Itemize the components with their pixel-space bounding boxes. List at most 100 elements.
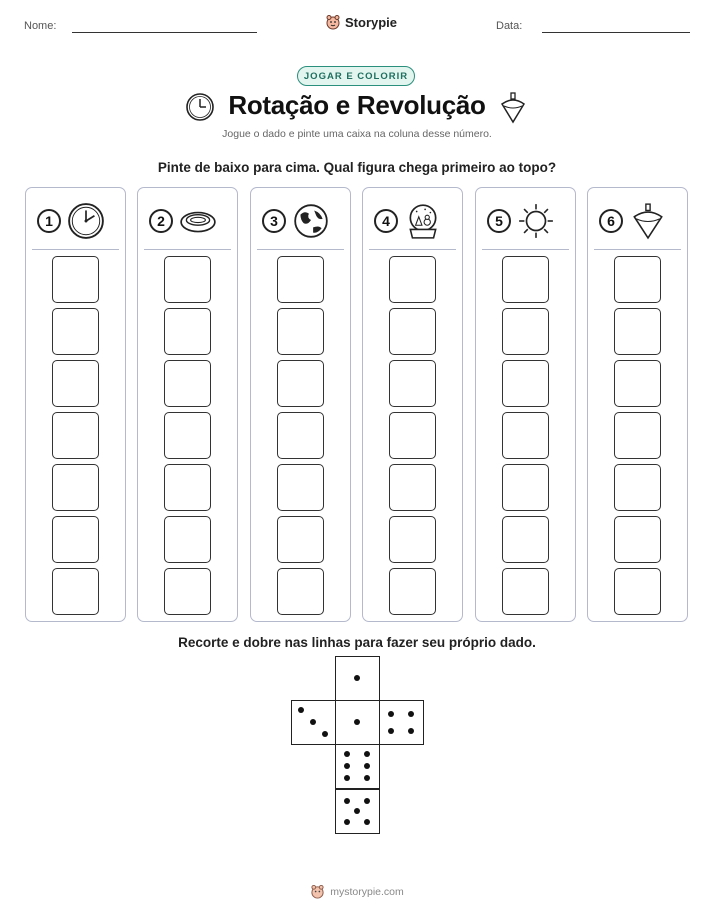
dice-pip [407,710,414,717]
dice-pip [363,751,370,758]
column-6: 6 [587,187,688,622]
color-box[interactable] [502,360,549,407]
color-box[interactable] [614,256,661,303]
column-number: 4 [374,209,398,233]
dice-face-1 [335,656,380,701]
column-header: 3 [262,202,330,240]
color-box[interactable] [502,568,549,615]
dice-pip [388,710,395,717]
color-box[interactable] [52,308,99,355]
color-box[interactable] [614,568,661,615]
color-box[interactable] [389,568,436,615]
color-box[interactable] [502,464,549,511]
name-label: Nome: [24,20,57,32]
color-box[interactable] [389,360,436,407]
color-box[interactable] [164,412,211,459]
instruction-color: Pinte de baixo para cima. Qual figura ch… [157,160,557,175]
dice-pip [344,818,351,825]
color-box[interactable] [164,256,211,303]
dice-pip [363,774,370,781]
column-divider [482,249,569,250]
color-box[interactable] [52,360,99,407]
color-box[interactable] [389,256,436,303]
dice-pip [354,808,360,814]
column-4: 4 [362,187,463,622]
column-divider [594,249,681,250]
dice-face-1 [335,700,380,745]
date-label: Data: [496,20,523,32]
color-box[interactable] [277,360,324,407]
color-box[interactable] [164,568,211,615]
dice-pip [363,763,370,769]
storypie-mascot-icon [326,15,340,30]
snow-globe-icon [409,204,437,239]
color-box[interactable] [52,412,99,459]
clock-icon [68,203,104,239]
color-box[interactable] [52,516,99,563]
page-subtitle: Jogue o dado e pinte uma caixa na coluna… [222,128,492,140]
dice-pip [321,730,328,737]
color-box[interactable] [614,516,661,563]
column-header: 2 [149,202,217,240]
color-box[interactable] [614,412,661,459]
color-box[interactable] [277,412,324,459]
color-box[interactable] [277,256,324,303]
color-box[interactable] [502,256,549,303]
column-divider [369,249,456,250]
color-box[interactable] [389,412,436,459]
dice-pip [363,797,370,804]
color-box[interactable] [389,464,436,511]
color-box[interactable] [277,464,324,511]
dice-face-4 [379,700,424,745]
footer-url: mystorypie.com [330,885,404,898]
color-box[interactable] [164,516,211,563]
column-number: 2 [149,209,173,233]
column-header: 4 [374,202,442,240]
color-box[interactable] [164,360,211,407]
color-box[interactable] [277,308,324,355]
color-box[interactable] [614,360,661,407]
dice-pip [354,719,360,725]
page-title: Rotação e Revolução [228,90,486,120]
color-box[interactable] [502,516,549,563]
instruction-dice: Recorte e dobre nas linhas para fazer se… [178,635,536,650]
color-box[interactable] [389,516,436,563]
dice-pip [344,763,351,769]
footer: mystorypie.com [0,884,714,899]
sun-icon [519,204,553,238]
column-header: 5 [487,202,555,240]
storypie-mascot-icon [311,884,324,899]
dice-face-6 [335,744,380,789]
ring-icon [180,211,216,233]
color-box[interactable] [502,412,549,459]
color-box[interactable] [614,308,661,355]
dice-pip [298,707,305,714]
color-box[interactable] [614,464,661,511]
color-box[interactable] [164,464,211,511]
column-header: 6 [599,202,667,240]
dice-pip [310,719,316,725]
color-box[interactable] [277,516,324,563]
brand-logo: Storypie [325,14,397,30]
color-box[interactable] [52,568,99,615]
dice-face-3 [291,700,336,745]
color-box[interactable] [277,568,324,615]
dice-pip [363,818,370,825]
color-box[interactable] [52,256,99,303]
column-number: 1 [37,209,61,233]
globe-icon [294,204,328,238]
dice-pip [407,728,414,735]
color-box[interactable] [502,308,549,355]
dice-pip [344,751,351,758]
dice-pip [344,774,351,781]
clock-icon [186,93,214,121]
color-box[interactable] [389,308,436,355]
name-line [72,32,257,33]
color-box[interactable] [164,308,211,355]
dice-pip [354,675,360,681]
spinning-top-icon [500,92,526,124]
color-box[interactable] [52,464,99,511]
dice-pip [344,797,351,804]
column-header: 1 [37,202,105,240]
date-line [542,32,690,33]
